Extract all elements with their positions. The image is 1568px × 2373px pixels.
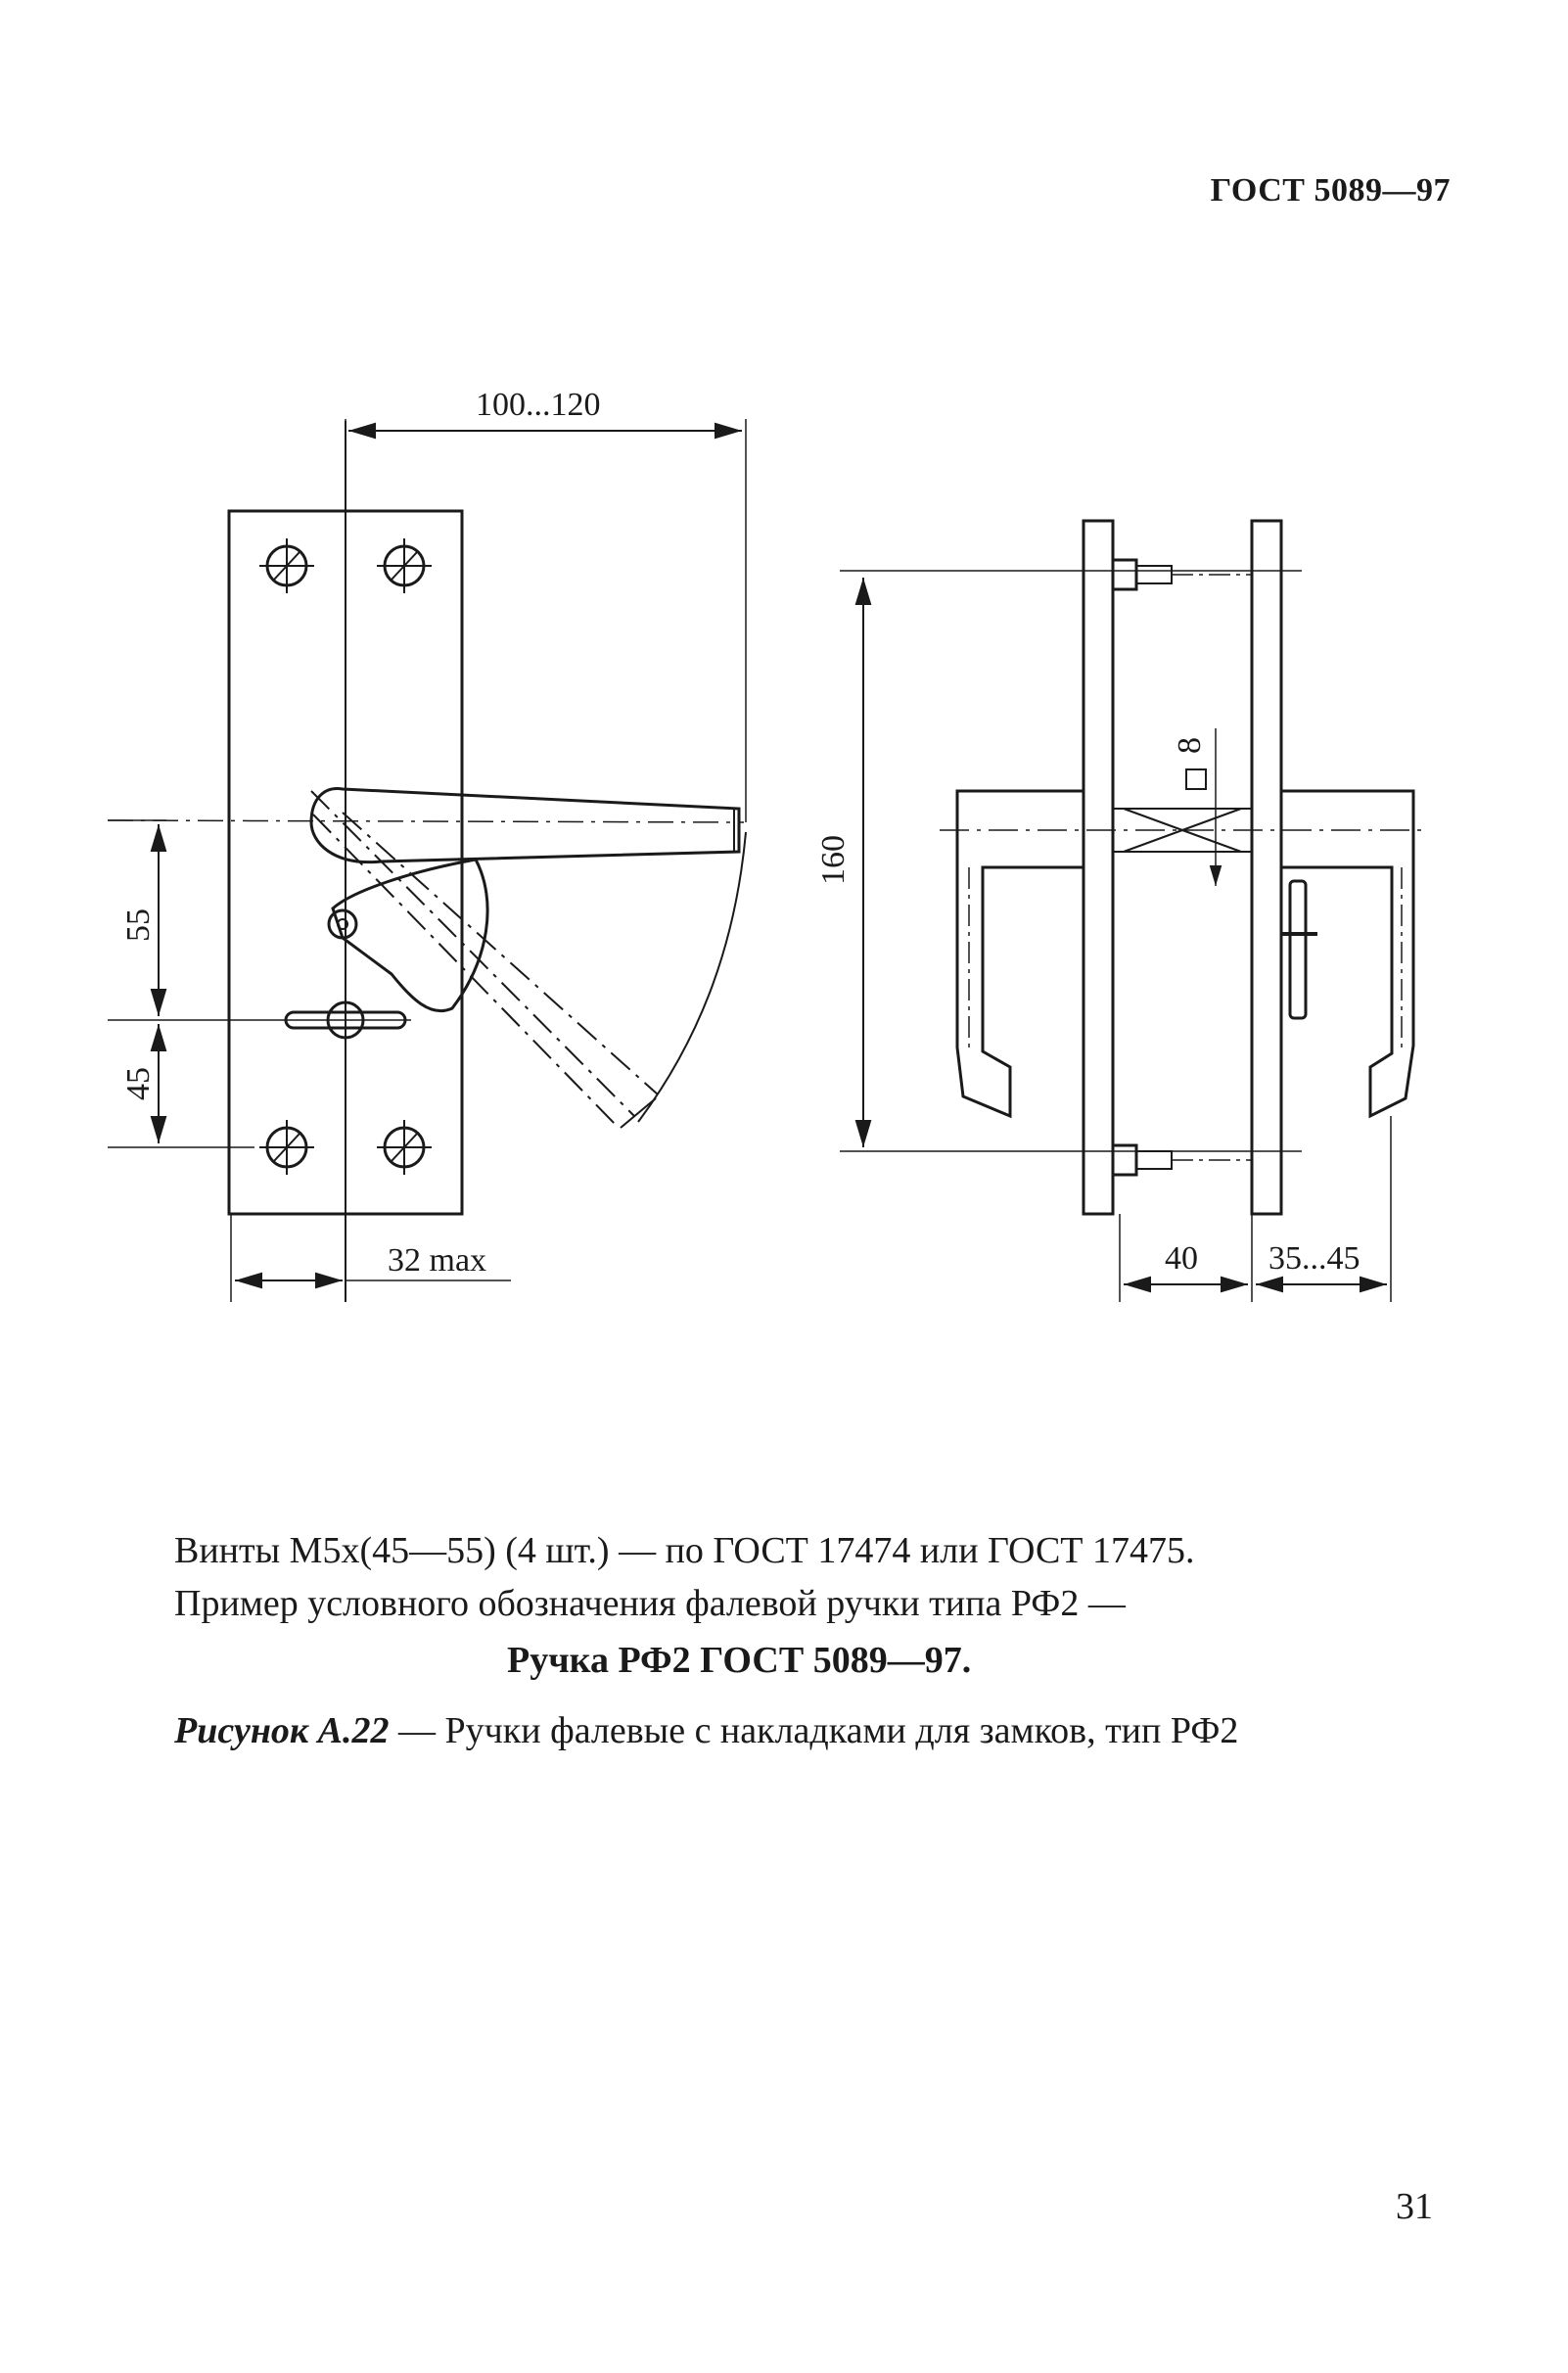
dimension-45: 45 xyxy=(120,1067,157,1100)
technical-drawing: 100...120 55 45 32 max xyxy=(107,387,1429,1302)
front-view: 100...120 55 45 32 max xyxy=(107,387,747,1302)
screw-hole-icon xyxy=(259,1120,314,1175)
figure-notes: Винты М5х(45—55) (4 шт.) — по ГОСТ 17474… xyxy=(174,1525,1407,1758)
screw-icon xyxy=(1111,1143,1252,1177)
screw-icon xyxy=(1111,558,1252,591)
dimension-40: 40 xyxy=(1165,1240,1198,1277)
dimension-35-45: 35...45 xyxy=(1268,1240,1360,1277)
screws-note: Винты М5х(45—55) (4 шт.) — по ГОСТ 17474… xyxy=(174,1530,1195,1571)
dimension-55: 55 xyxy=(120,908,157,942)
screw-hole-icon xyxy=(377,538,432,593)
side-view: 8 160 40 35...45 xyxy=(815,519,1429,1302)
screw-hole-icon xyxy=(259,538,314,593)
standard-header: ГОСТ 5089—97 xyxy=(1210,172,1451,209)
dimension-width-range: 100...120 xyxy=(476,387,601,423)
dimension-32-max: 32 max xyxy=(388,1242,486,1279)
caption-lead: Рисунок А.22 xyxy=(174,1709,390,1751)
page-number: 31 xyxy=(1396,2186,1433,2227)
screw-hole-icon xyxy=(377,1120,432,1175)
caption-text: — Ручки фалевые с накладками для замков,… xyxy=(389,1709,1239,1751)
dimension-8: 8 xyxy=(1172,737,1208,754)
designation-example-note: Пример условного обозначения фалевой руч… xyxy=(174,1582,1126,1624)
dimension-160: 160 xyxy=(815,835,852,885)
designation-example: Ручка РФ2 ГОСТ 5089—97. xyxy=(507,1639,972,1681)
figure-caption: Рисунок А.22 — Ручки фалевые с накладкам… xyxy=(174,1705,1407,1758)
